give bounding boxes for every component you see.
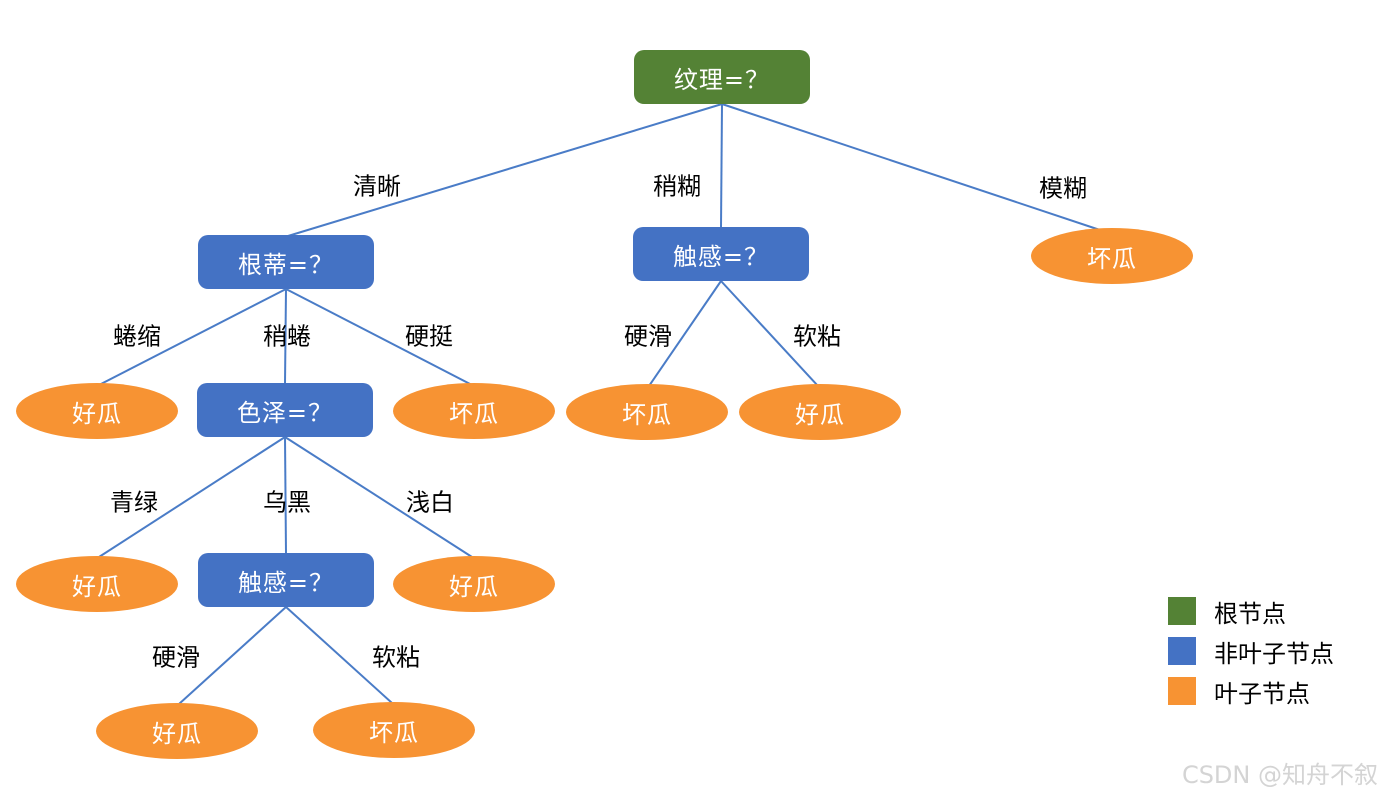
edge (720, 103, 723, 229)
branch-label-palewhite: 浅白 (406, 488, 454, 517)
leaf-good-melon-bottom: 好瓜 (96, 703, 258, 759)
branch-label-green: 青绿 (110, 488, 158, 517)
legend-swatch-root (1168, 597, 1196, 625)
legend-item-leaf: 叶子节点 (1168, 677, 1334, 708)
branch-label-slightly-blurry: 稍糊 (653, 172, 701, 201)
leaf-bad-melon-stiff: 坏瓜 (393, 383, 555, 439)
node-color: 色泽=？ (197, 383, 373, 437)
legend-item-internal: 非叶子节点 (1168, 637, 1334, 668)
edge (284, 288, 287, 385)
leaf-bad-melon-bottom: 坏瓜 (313, 702, 475, 758)
edge (721, 103, 1101, 231)
leaf-good-melon-palewhite: 好瓜 (393, 556, 555, 612)
edge (284, 436, 473, 558)
leaf-good-melon-softsticky: 好瓜 (739, 384, 901, 440)
node-texture: 纹理=？ (634, 50, 810, 104)
branch-label-softsticky-mid: 软粘 (793, 322, 841, 351)
watermark: CSDN @知舟不叙 (1181, 761, 1378, 789)
edge (285, 288, 473, 386)
leaf-good-melon-curled: 好瓜 (16, 383, 178, 439)
legend-swatch-internal (1168, 637, 1196, 665)
branch-label-dark: 乌黑 (263, 488, 311, 517)
leaf-good-melon-green: 好瓜 (16, 556, 178, 612)
legend: 根节点 非叶子节点 叶子节点 (1168, 597, 1334, 717)
legend-swatch-leaf (1168, 677, 1196, 705)
leaf-bad-melon-blurry: 坏瓜 (1031, 228, 1193, 284)
edge (285, 606, 393, 704)
legend-label-internal: 非叶子节点 (1214, 639, 1334, 668)
edge (287, 103, 723, 237)
edge (648, 280, 722, 387)
branch-label-slightly-curled: 稍蜷 (263, 322, 311, 351)
edge (98, 288, 287, 386)
edge (98, 436, 286, 558)
legend-item-root: 根节点 (1168, 597, 1334, 628)
edge (284, 436, 287, 555)
node-touch-mid: 触感=？ (633, 227, 809, 281)
leaf-bad-melon-hardsmooth: 坏瓜 (566, 384, 728, 440)
branch-label-hardsmooth-bottom: 硬滑 (152, 643, 200, 672)
legend-label-root: 根节点 (1214, 599, 1286, 628)
node-touch-lower: 触感=？ (198, 553, 374, 607)
branch-label-hardsmooth-mid: 硬滑 (624, 322, 672, 351)
branch-label-softsticky-bottom: 软粘 (372, 643, 420, 672)
node-root-stem: 根蒂=？ (198, 235, 374, 289)
legend-label-leaf: 叶子节点 (1214, 679, 1310, 708)
branch-label-stiff: 硬挺 (405, 322, 453, 351)
branch-label-curled: 蜷缩 (113, 322, 161, 351)
edge (178, 606, 287, 705)
branch-label-clear: 清晰 (353, 172, 401, 201)
branch-label-blurry: 模糊 (1039, 174, 1087, 203)
edge (720, 280, 819, 387)
